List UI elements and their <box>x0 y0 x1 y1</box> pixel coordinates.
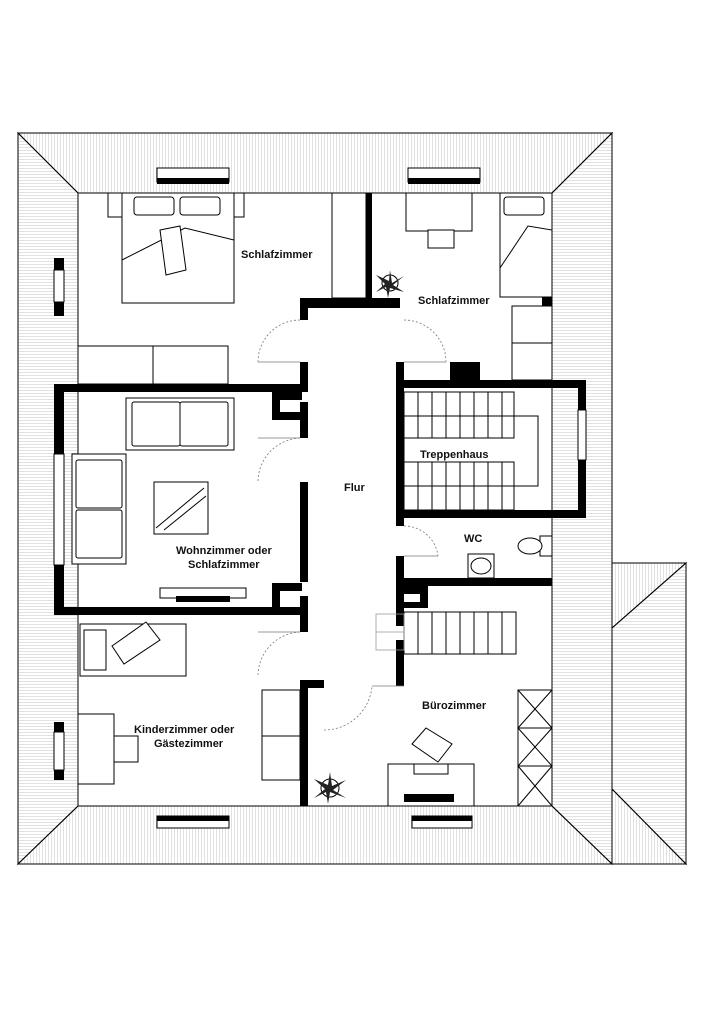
label-living-line2: Schlafzimmer <box>188 559 260 571</box>
double-bed-top-left <box>107 192 245 304</box>
armchair-children <box>79 621 187 677</box>
wc-sink <box>467 553 495 579</box>
sofa-living-left <box>71 453 127 565</box>
wc-toilet <box>517 535 553 557</box>
label-hallway: Flur <box>344 482 365 494</box>
label-wc: WC <box>464 533 482 545</box>
label-living-line1: Wohnzimmer oder <box>176 545 272 557</box>
plant-top-right <box>376 270 404 298</box>
label-children-line1: Kinderzimmer oder <box>134 724 235 736</box>
office-desk <box>387 727 475 807</box>
plant-flur <box>314 772 346 804</box>
tv-board <box>159 587 247 602</box>
wardrobe-top-right <box>511 305 553 381</box>
label-bedroom-top-right: Schlafzimmer <box>418 295 490 307</box>
desk-children <box>77 713 139 785</box>
wardrobe-top-left <box>77 192 367 385</box>
single-bed-top-right <box>499 192 553 298</box>
coffee-table <box>153 481 209 535</box>
annex-roof <box>611 561 688 866</box>
label-office: Bürozimmer <box>422 700 487 712</box>
label-children-line2: Gästezimmer <box>154 738 224 750</box>
office-shelf <box>517 689 553 807</box>
staircase-upper <box>403 391 539 511</box>
door-swings <box>257 319 447 731</box>
desk-top-right <box>405 192 473 249</box>
label-stairwell: Treppenhaus <box>420 449 488 461</box>
wardrobe-children <box>261 689 301 781</box>
label-bedroom-top-left: Schlafzimmer <box>241 249 313 261</box>
windows <box>53 167 587 829</box>
sofa-living-top <box>125 397 235 451</box>
staircase-lower <box>375 611 517 655</box>
